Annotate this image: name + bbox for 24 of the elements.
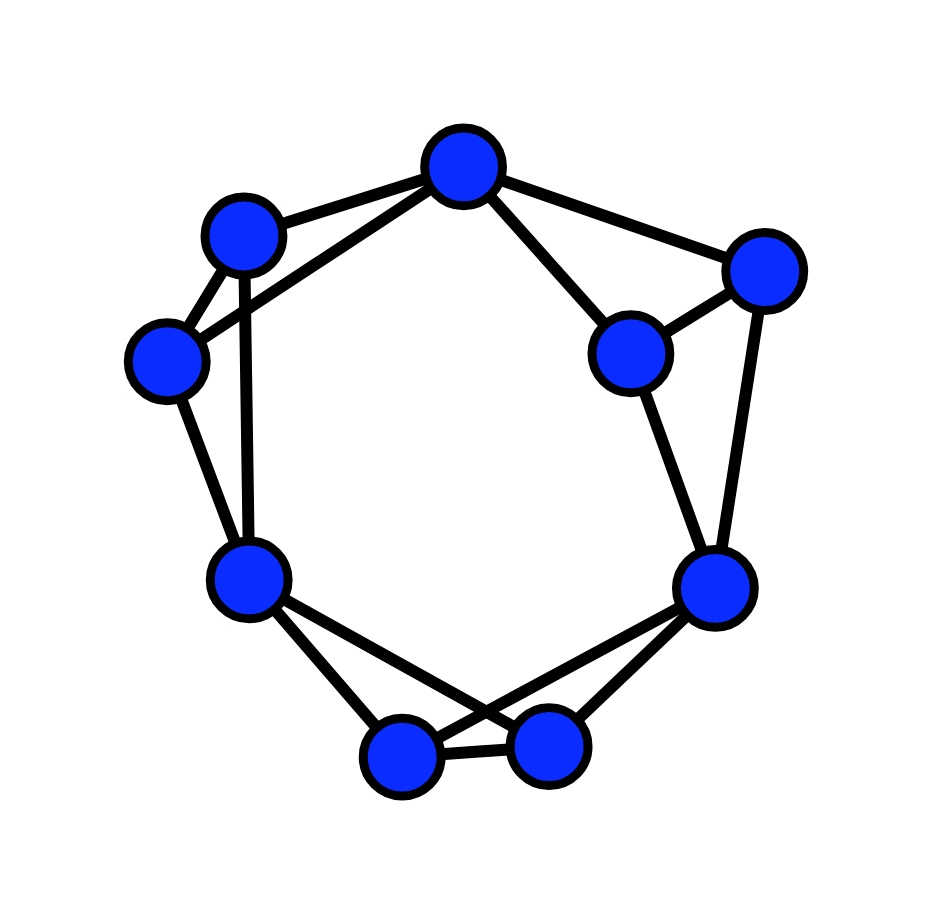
node-circle	[671, 543, 759, 631]
connector	[183, 265, 229, 330]
connector	[498, 173, 730, 264]
connector	[485, 191, 608, 326]
node-circle	[200, 191, 288, 279]
node-circle	[587, 309, 675, 397]
node-circle	[123, 317, 211, 405]
node-circle	[205, 535, 293, 623]
connector	[271, 605, 381, 730]
connector	[715, 308, 765, 550]
connector	[197, 183, 434, 344]
connector	[280, 172, 428, 229]
node-circle	[505, 702, 593, 789]
connector	[280, 592, 517, 731]
connector	[440, 742, 510, 760]
connector	[573, 610, 691, 723]
node-circle	[420, 122, 507, 210]
node-circle	[721, 227, 809, 314]
connector	[638, 387, 708, 553]
connector	[238, 273, 255, 540]
connector	[661, 286, 735, 338]
node-circle	[358, 712, 446, 800]
connector	[175, 396, 241, 544]
connector	[435, 601, 683, 743]
